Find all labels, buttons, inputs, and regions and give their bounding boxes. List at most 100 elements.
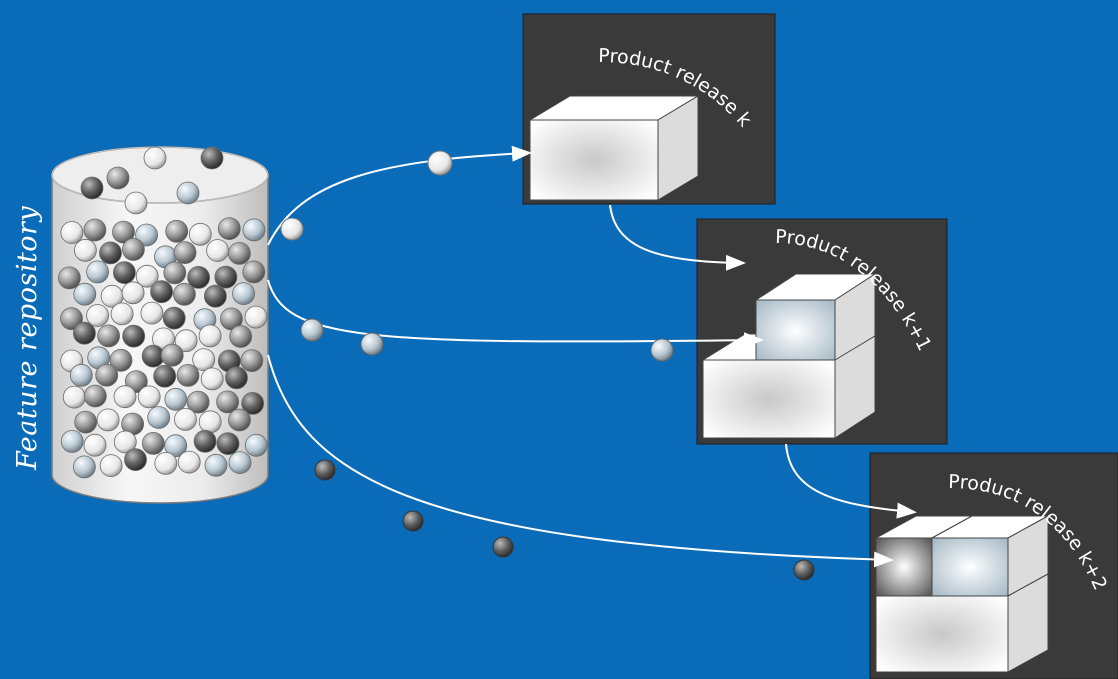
repository-ball xyxy=(109,348,133,372)
repository-ball xyxy=(162,306,186,330)
repository-ball xyxy=(73,321,96,345)
feature-ball xyxy=(280,217,304,241)
repository-ball xyxy=(73,282,97,306)
repository-ball xyxy=(74,410,98,434)
release-panel-k-plus-2 xyxy=(869,452,1118,679)
repository-ball xyxy=(164,434,188,458)
repository-ball xyxy=(74,238,97,262)
repository-ball xyxy=(192,348,216,372)
repository-ball xyxy=(121,237,145,261)
repository-ball xyxy=(244,305,268,329)
repository-ball xyxy=(113,430,137,454)
repository-ball xyxy=(96,408,120,432)
repository-ball xyxy=(173,241,197,265)
repository-ball xyxy=(73,455,96,479)
feature-ball xyxy=(300,318,324,342)
repository-ball xyxy=(165,219,189,243)
repository-ball xyxy=(227,241,251,265)
repository-ball xyxy=(140,301,164,325)
repository-ball xyxy=(86,260,109,284)
repository-ball xyxy=(206,239,230,262)
repository-ball xyxy=(153,364,177,388)
repository-ball xyxy=(147,406,171,429)
flow-to-release-k-plus-2 xyxy=(267,354,894,568)
repository-ball xyxy=(219,307,243,331)
repository-ball xyxy=(241,391,265,415)
repository-ball xyxy=(112,220,135,244)
repository-ball xyxy=(60,307,83,331)
repository-ball xyxy=(113,261,136,285)
flow-k-to-k-plus-1 xyxy=(609,204,746,271)
feature-ball xyxy=(427,150,453,176)
repository-ball xyxy=(106,166,130,190)
repository-ball xyxy=(69,363,93,387)
repository-ball xyxy=(58,266,81,290)
repository-ball xyxy=(198,410,222,434)
feature-ball xyxy=(793,559,815,581)
feature-ball xyxy=(314,459,336,481)
repository-ball xyxy=(164,387,188,411)
repository-ball xyxy=(225,366,248,390)
repository-ball xyxy=(160,343,184,367)
repository-ball xyxy=(83,384,107,408)
repository-ball xyxy=(200,367,224,391)
repository-ball xyxy=(217,217,241,241)
repository-ball xyxy=(216,432,240,456)
repository-ball xyxy=(174,329,198,353)
repository-ball xyxy=(97,324,120,348)
repository-ball xyxy=(242,218,266,242)
repository-ball xyxy=(204,453,228,477)
repository-ball xyxy=(124,448,147,472)
repository-ball xyxy=(193,429,217,453)
repository-ball xyxy=(121,281,145,305)
repository-ball xyxy=(200,146,224,170)
repository-ball xyxy=(176,363,200,387)
repository-ball xyxy=(228,451,252,475)
repository-ball xyxy=(240,349,264,373)
repository-ball xyxy=(172,282,196,306)
repository-ball xyxy=(232,282,256,306)
release-box-k-plus-2 xyxy=(875,515,1049,673)
repository-ball xyxy=(83,433,107,457)
repository-ball xyxy=(177,450,201,474)
flow-to-release-k xyxy=(267,145,532,246)
repository-ball xyxy=(99,454,123,478)
repository-ball xyxy=(135,223,159,247)
repository-ball xyxy=(135,264,159,288)
flow-k-plus-1-to-k-plus-2 xyxy=(785,443,917,519)
repository-ball xyxy=(187,265,211,289)
repository-ball xyxy=(229,325,253,348)
repository-ball xyxy=(110,302,134,326)
repository-ball xyxy=(186,390,210,414)
release-panel-k xyxy=(522,13,776,205)
repository-ball xyxy=(83,218,107,242)
repository-ball xyxy=(62,385,86,409)
repository-ball xyxy=(124,191,148,215)
feature-ball xyxy=(402,510,424,532)
repository-ball xyxy=(214,265,238,289)
repository-ball xyxy=(113,385,137,409)
feature-ball xyxy=(360,332,384,356)
repository-ball xyxy=(95,363,119,387)
repository-ball xyxy=(176,181,200,205)
repository-ball xyxy=(154,451,178,475)
flow-to-release-k-plus-1 xyxy=(267,279,764,349)
repository-ball xyxy=(198,324,222,348)
feature-ball xyxy=(492,536,514,558)
repository-ball xyxy=(242,260,266,284)
repository-ball xyxy=(137,385,161,409)
repository-ball xyxy=(216,390,240,414)
repository-ball xyxy=(143,146,167,170)
feature-ball xyxy=(650,338,674,362)
release-box-k xyxy=(528,95,700,201)
repository-ball xyxy=(244,433,268,457)
flow-balls xyxy=(280,150,815,581)
repository-ball xyxy=(60,429,84,453)
repository-label: Feature repository xyxy=(12,206,43,471)
repository-ball xyxy=(141,431,165,455)
repository-ball xyxy=(60,221,84,244)
repository-ball xyxy=(163,261,187,285)
repository-ball xyxy=(150,280,174,304)
repository-balls xyxy=(58,146,268,479)
